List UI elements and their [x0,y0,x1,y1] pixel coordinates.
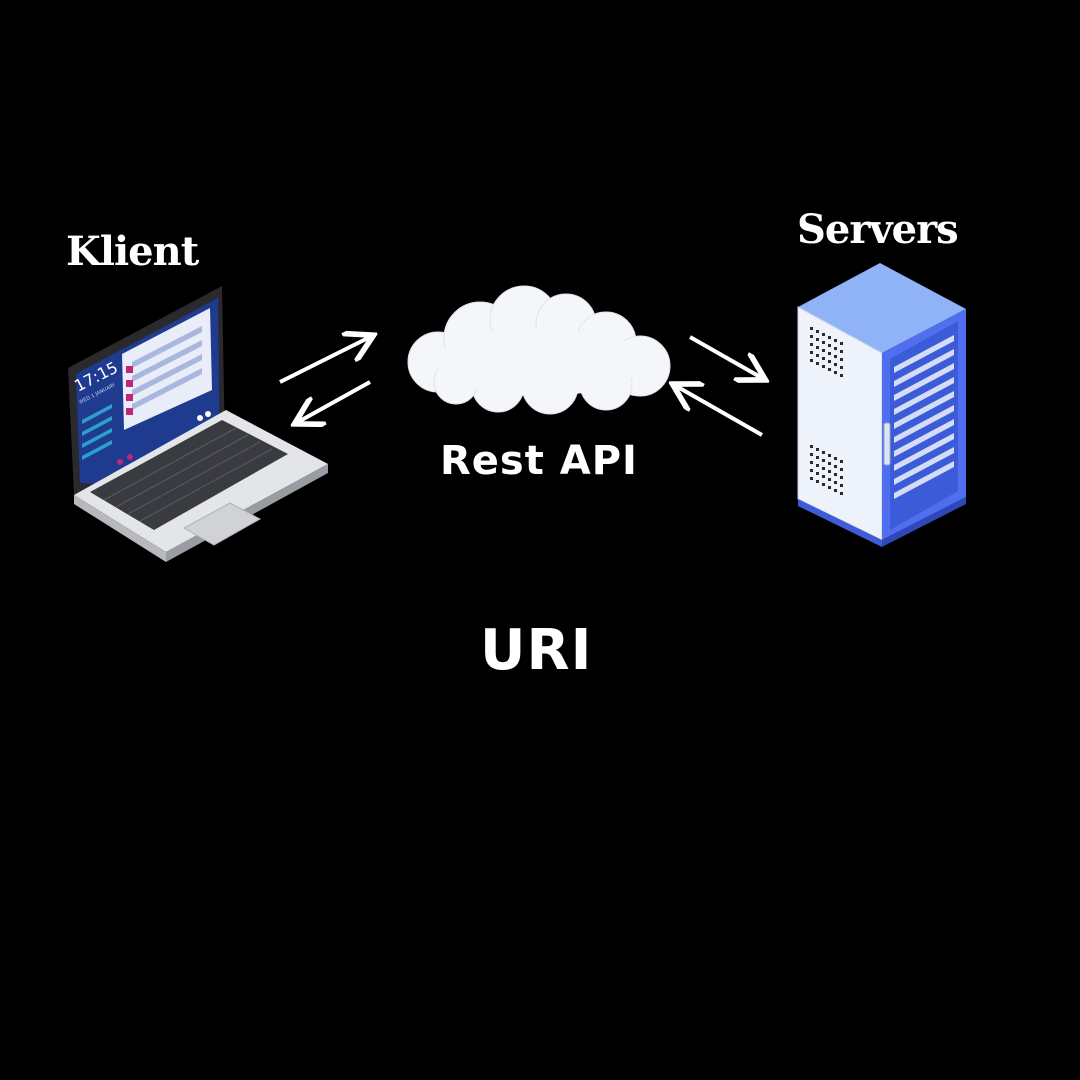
server-label: Servers [797,206,959,253]
arrow-api-to-client [298,380,371,422]
uri-label: URI [480,618,593,683]
api-label: Rest API [440,438,638,484]
cloud-icon [407,285,671,415]
arrow-server-to-api [676,386,763,437]
laptop-icon: 17:15 WED 1 JANUARY [68,286,328,562]
client-label: Klient [66,228,199,275]
arrow-client-to-api [279,337,370,384]
arrow-api-to-server [689,335,762,378]
server-rack-icon [797,263,966,547]
